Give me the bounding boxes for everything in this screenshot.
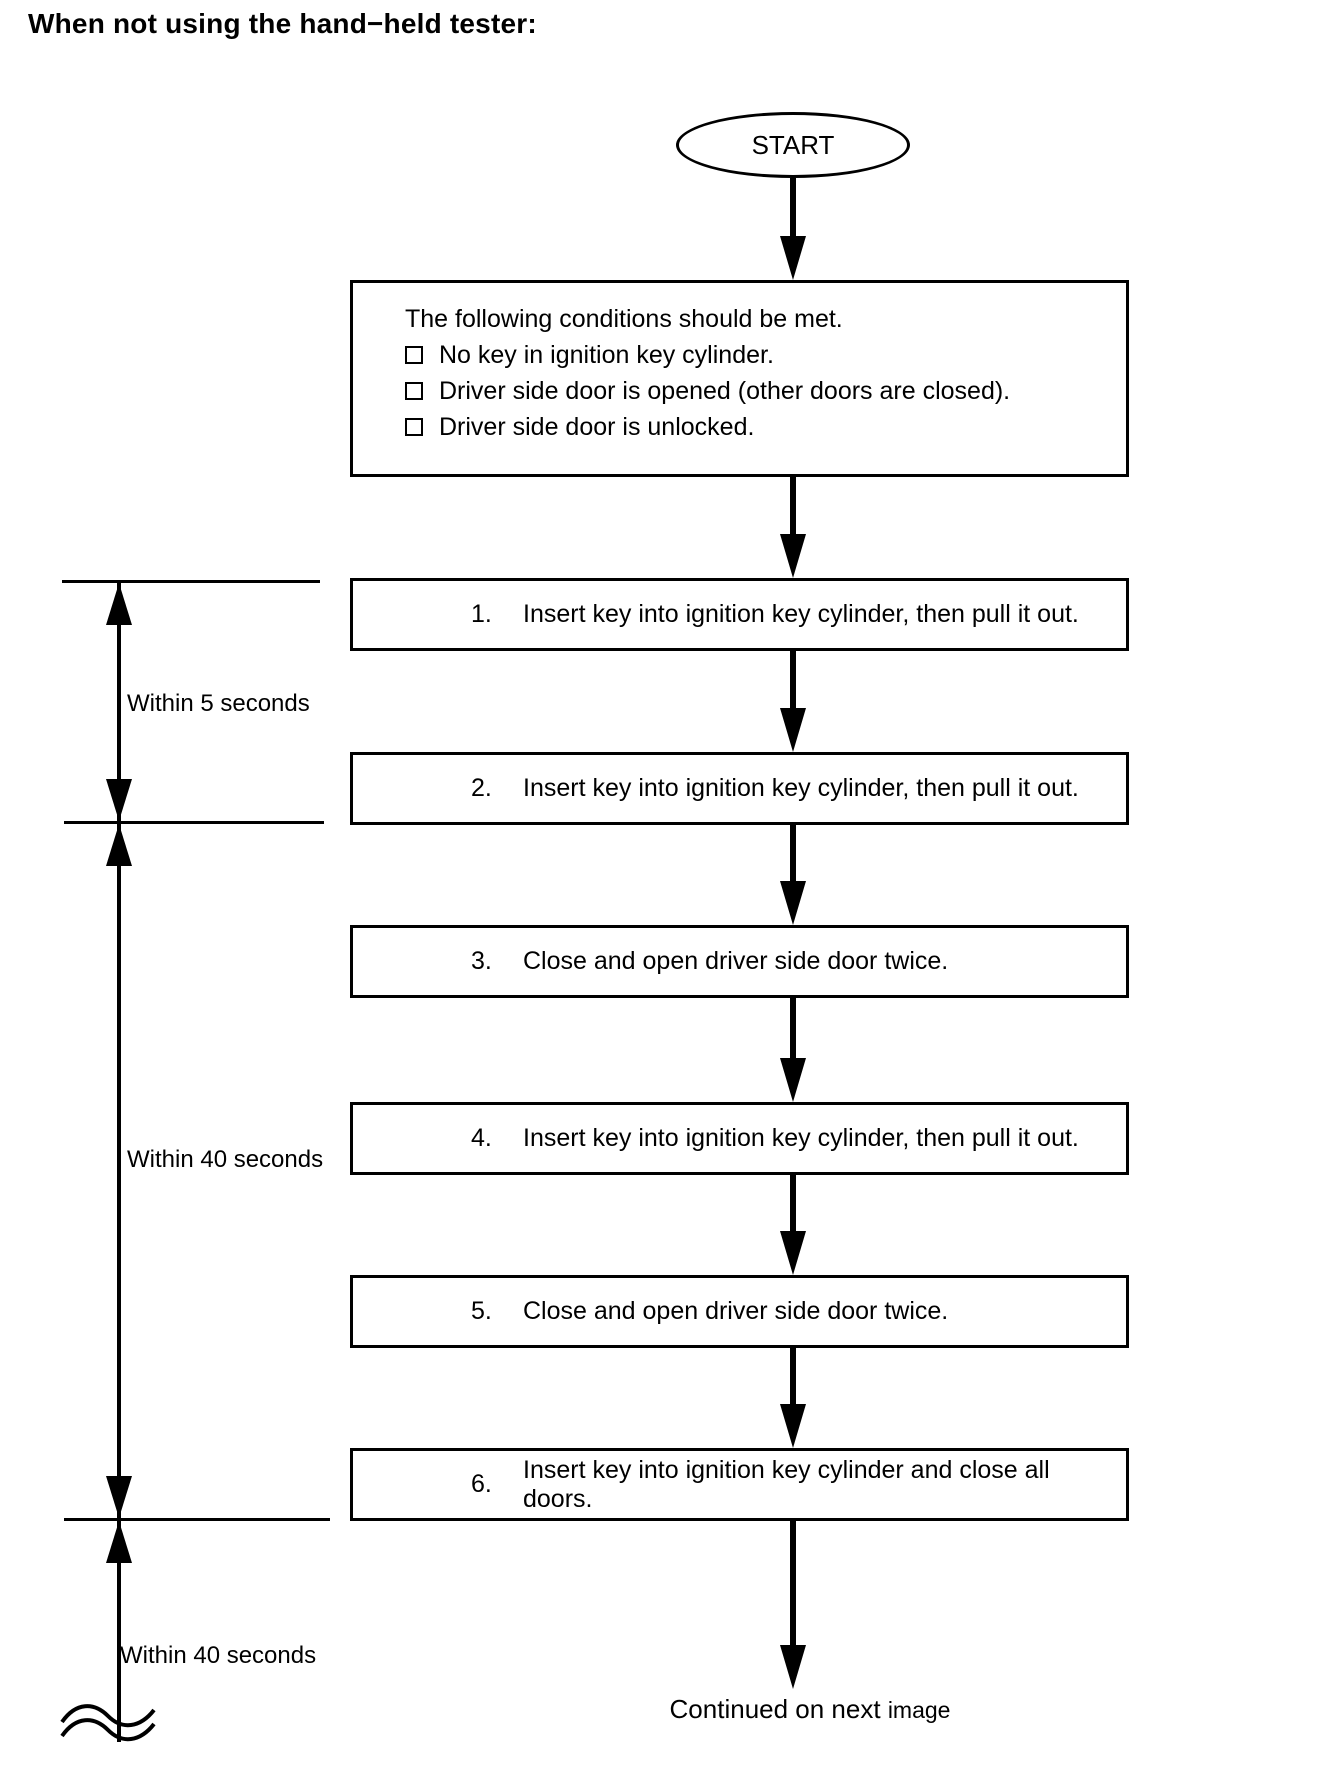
condition-item: Driver side door is unlocked. (405, 409, 1116, 445)
timer-label-40s: Within 40 seconds (127, 1146, 324, 1173)
checkbox-icon (405, 418, 423, 436)
page-title: When not using the hand−held tester: (28, 8, 537, 39)
line-break-icon (60, 1704, 156, 1741)
timer-bracket-line (64, 821, 324, 824)
arrowhead-down-icon (780, 1058, 806, 1102)
step-box-1: 1. Insert key into ignition key cylinder… (350, 578, 1129, 651)
flow-arrow (779, 996, 807, 1102)
step-number: 4. (471, 1124, 492, 1152)
arrowhead-down-icon (780, 534, 806, 578)
step-box-3: 3. Close and open driver side door twice… (350, 925, 1129, 998)
step-box-6: 6. Insert key into ignition key cylinder… (350, 1448, 1129, 1521)
continued-suffix: image (887, 1697, 951, 1723)
condition-text: Driver side door is unlocked. (439, 413, 755, 441)
condition-item: Driver side door is opened (other doors … (405, 373, 1116, 409)
flow-arrow (779, 178, 807, 280)
step-number: 3. (471, 947, 492, 975)
step-text: Close and open driver side door twice. (523, 947, 949, 975)
arrowhead-up-icon (106, 1521, 132, 1563)
step-text: Insert key into ignition key cylinder an… (523, 1455, 1050, 1513)
step-box-4: 4. Insert key into ignition key cylinder… (350, 1102, 1129, 1175)
arrowhead-down-icon (780, 881, 806, 925)
step-number: 5. (471, 1297, 492, 1325)
step-number: 6. (471, 1470, 492, 1498)
condition-text: Driver side door is opened (other doors … (439, 377, 1011, 405)
arrowhead-down-icon (780, 236, 806, 280)
conditions-intro: The following conditions should be met. (405, 305, 843, 333)
step-text: Insert key into ignition key cylinder, t… (523, 774, 1079, 802)
continued-text: Continued on next (669, 1694, 881, 1724)
flow-arrow (779, 649, 807, 752)
step-box-5: 5. Close and open driver side door twice… (350, 1275, 1129, 1348)
condition-text: No key in ignition key cylinder. (439, 341, 774, 369)
arrowhead-down-icon (780, 1645, 806, 1689)
timer-arrow-40s-continued (106, 1521, 132, 1742)
arrowhead-down-icon (106, 779, 132, 821)
arrowhead-down-icon (780, 1231, 806, 1275)
step-text: Insert key into ignition key cylinder, t… (523, 1124, 1079, 1152)
timer-bracket-line (64, 1518, 330, 1521)
start-label: START (751, 129, 835, 160)
start-terminal: START (676, 112, 910, 178)
step-text: Insert key into ignition key cylinder, t… (523, 600, 1079, 628)
arrowhead-up-icon (106, 824, 132, 866)
flow-arrow (779, 477, 807, 578)
arrowhead-down-icon (106, 1476, 132, 1518)
step-text: Close and open driver side door twice. (523, 1297, 949, 1325)
flow-arrow (779, 1173, 807, 1275)
checkbox-icon (405, 346, 423, 364)
arrowhead-up-icon (106, 583, 132, 625)
timer-bracket-line (62, 580, 320, 583)
flow-arrow (779, 823, 807, 925)
arrowhead-down-icon (780, 708, 806, 752)
condition-item: No key in ignition key cylinder. (405, 337, 1116, 373)
arrowhead-down-icon (780, 1404, 806, 1448)
timer-arrow-5s (106, 583, 132, 821)
conditions-box: The following conditions should be met. … (350, 280, 1129, 477)
flow-arrow (779, 1519, 807, 1689)
step-number: 2. (471, 774, 492, 802)
checkbox-icon (405, 382, 423, 400)
timer-label-40s-2: Within 40 seconds (120, 1642, 317, 1669)
step-box-2: 2. Insert key into ignition key cylinder… (350, 752, 1129, 825)
timer-label-5s: Within 5 seconds (127, 690, 310, 717)
timer-arrow-40s (106, 824, 132, 1518)
continued-note: Continued on next image (560, 1694, 1060, 1725)
flow-arrow (779, 1346, 807, 1448)
step-number: 1. (471, 600, 492, 628)
